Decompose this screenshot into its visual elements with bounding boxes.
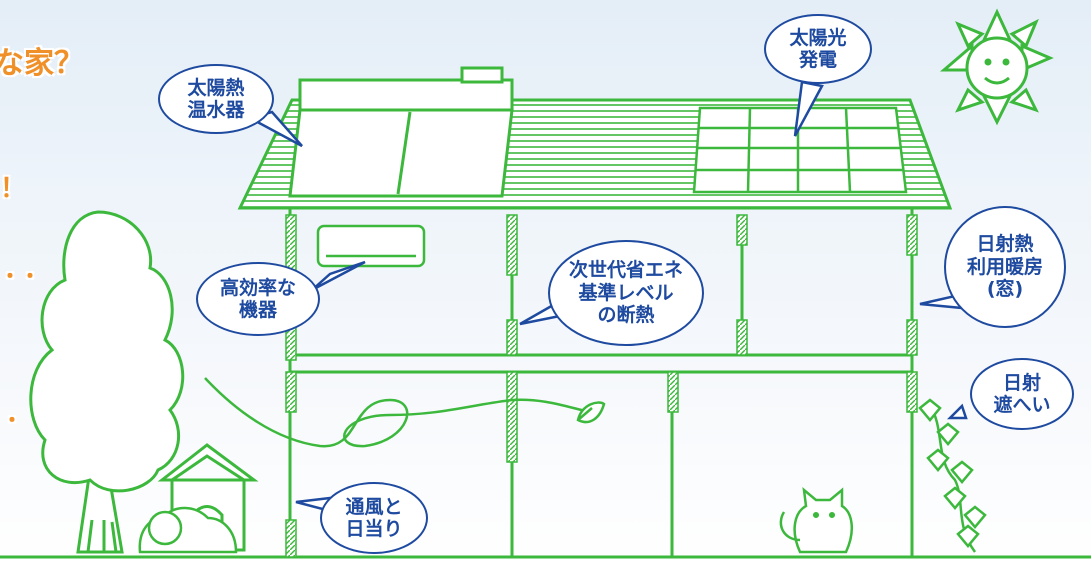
cat-icon — [779, 487, 854, 554]
efficient-equipment-bubble: 高効率な 機器 — [196, 262, 320, 336]
bubble-line: 遮へい — [993, 394, 1051, 416]
bubble-line: 日射熱 — [976, 233, 1034, 256]
bubble-line: 発電 — [798, 49, 837, 71]
bubble-line: 太陽熱 — [187, 76, 245, 99]
bubble-line: 機器 — [238, 299, 277, 321]
bubble-line: 次世代省エネ — [568, 259, 683, 282]
side-mark-1: ・・ — [0, 264, 40, 288]
side-mark-2: ・ — [2, 408, 22, 432]
bubble-line: (窓) — [986, 278, 1024, 301]
tree-icon — [29, 210, 185, 554]
bubble-line: 太陽光 — [789, 26, 847, 49]
leaf-icon — [576, 401, 606, 424]
ivy-icon — [918, 398, 987, 553]
ventilation-sunlight-bubble: 通風と 日当り — [320, 482, 428, 554]
solar-power-bubble: 太陽光 発電 — [764, 14, 872, 84]
bubble-line: 利用暖房 — [966, 255, 1043, 278]
headline-line2-fragment: ！ — [0, 174, 27, 204]
insulation-bubble: 次世代省エネ 基準レベル の断熱 — [548, 240, 704, 346]
bubble-line: の断熱 — [597, 304, 655, 327]
bubble-line: 日射 — [1002, 371, 1041, 394]
air-conditioner-icon — [316, 224, 426, 268]
bubble-line: 通風と — [345, 495, 403, 518]
wind-swirl — [204, 377, 591, 448]
solar-water-heater-bubble: 太陽熱 温水器 — [158, 64, 274, 134]
bubble-line: 温水器 — [187, 99, 245, 121]
dog-icon — [138, 506, 238, 554]
sun-icon — [939, 8, 1054, 126]
bubble-line: 基準レベル — [578, 281, 674, 304]
bubble-line: 日当り — [345, 518, 403, 540]
solar-water-heater-icon — [288, 66, 514, 198]
sun-shading-bubble: 日射 遮へい — [970, 358, 1074, 430]
headline-fragment: な家？ — [0, 46, 84, 81]
solar-panel-icon — [692, 106, 908, 194]
bubble-line: 高効率な — [219, 276, 296, 299]
solar-heat-window-bubble: 日射熱 利用暖房 (窓) — [944, 206, 1066, 328]
